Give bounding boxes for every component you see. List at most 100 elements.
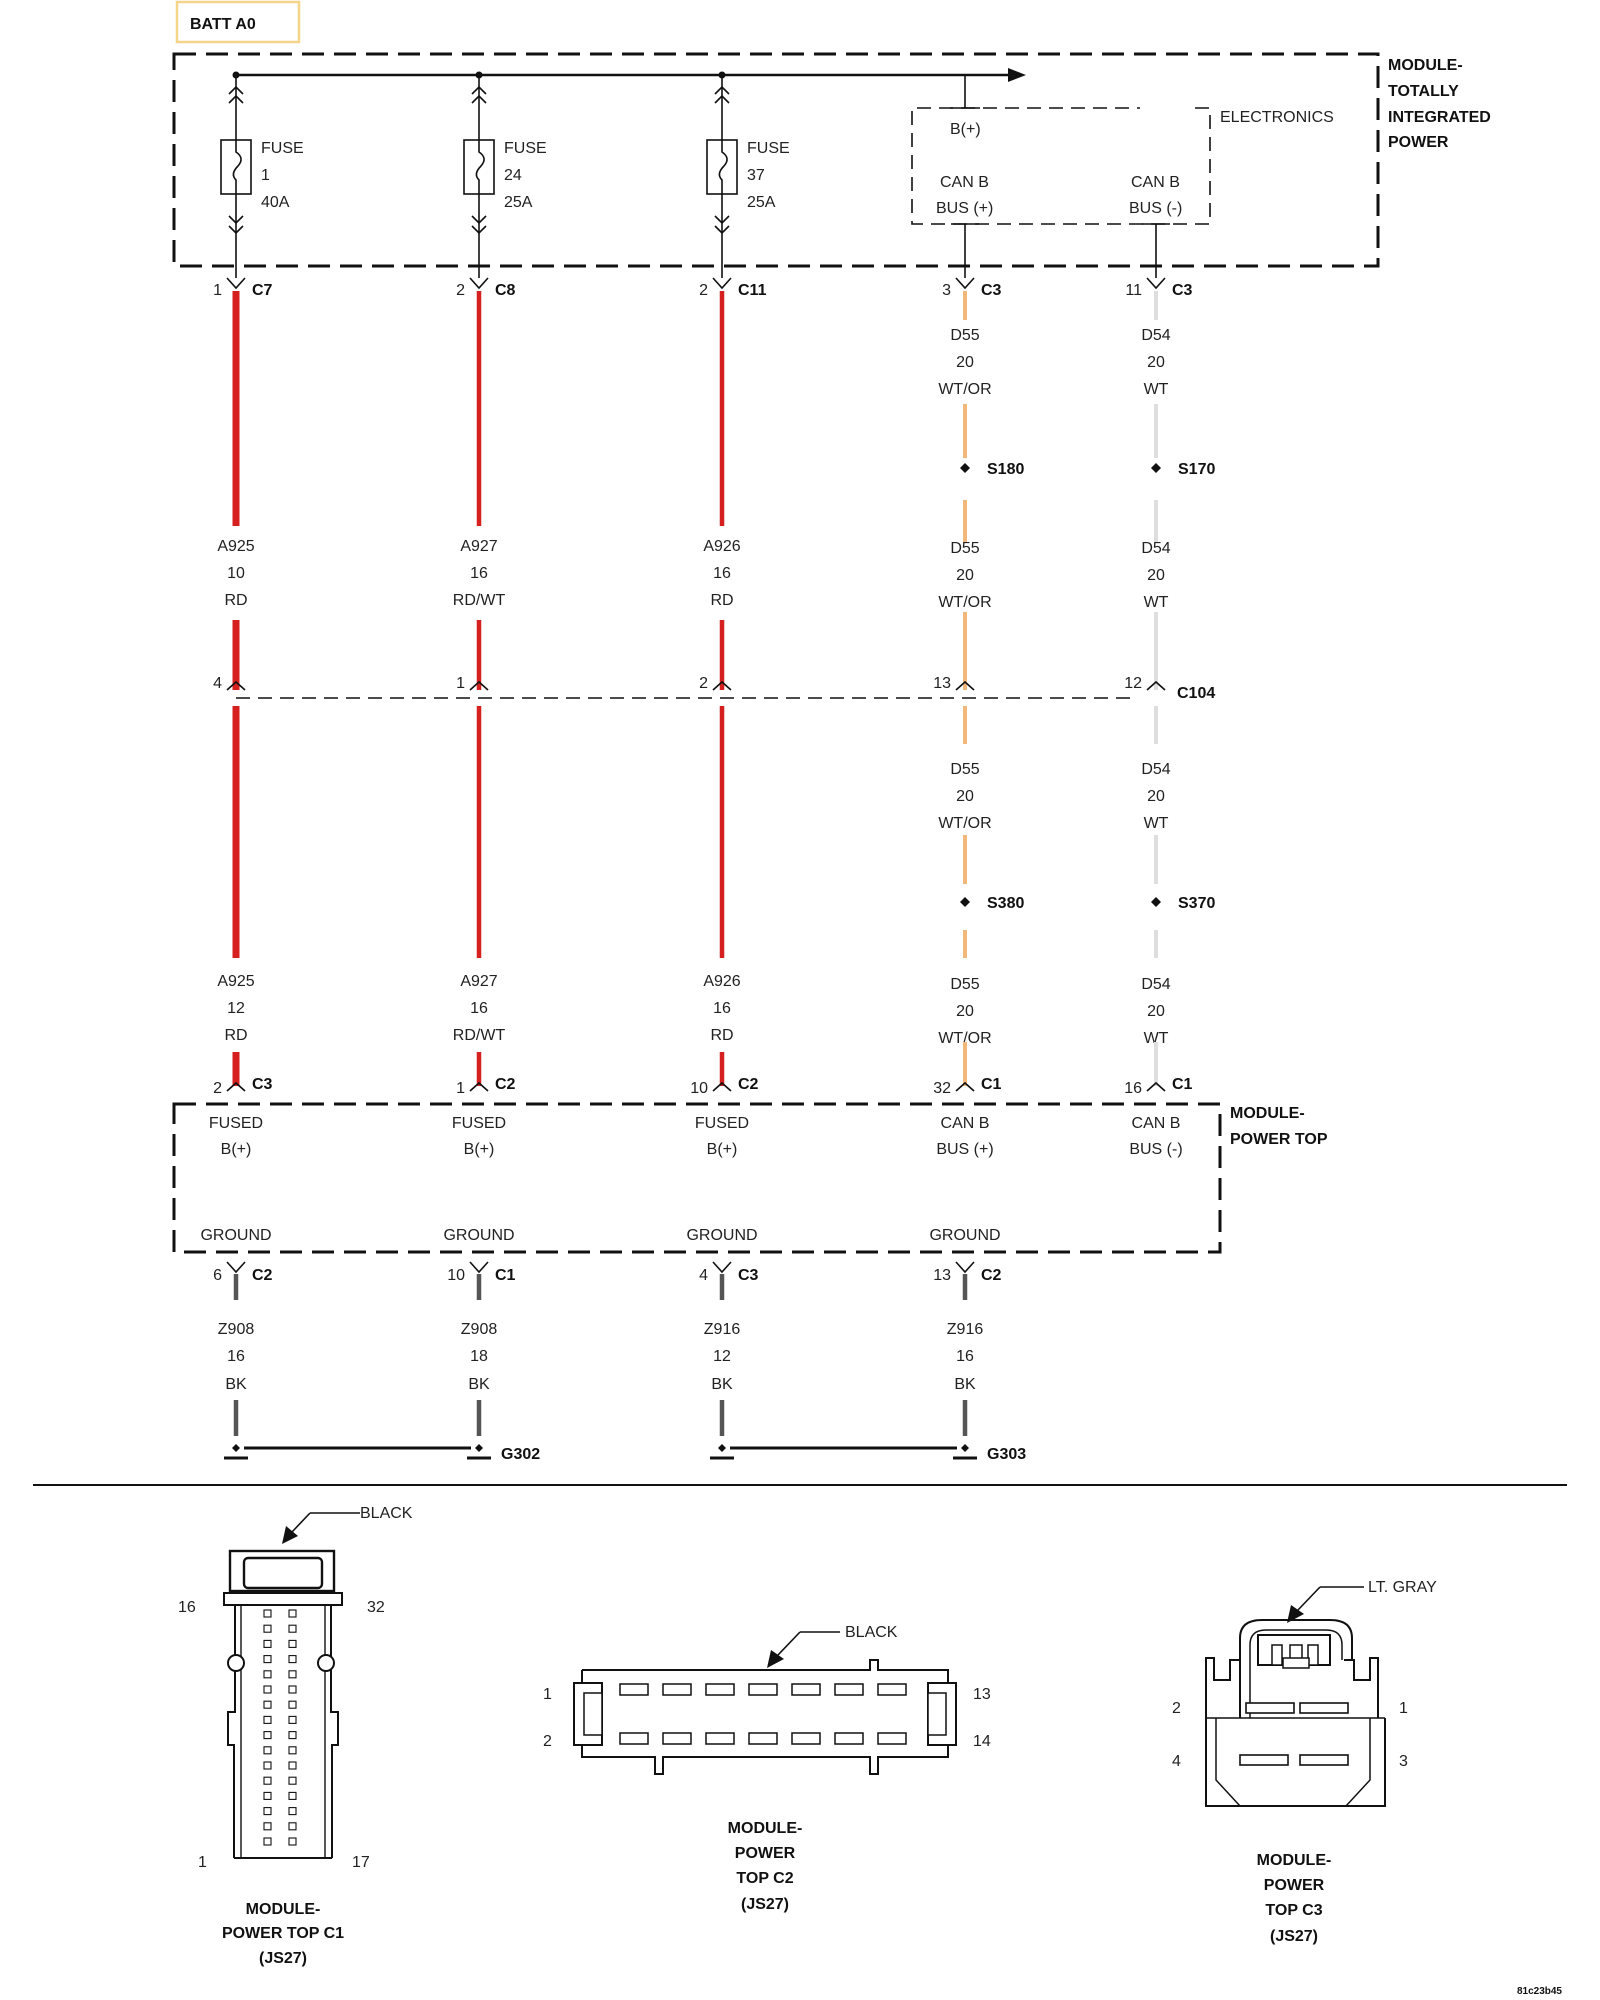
wire-color: RD bbox=[710, 592, 733, 609]
ground-connector: C3 bbox=[738, 1267, 759, 1284]
module-function: FUSED bbox=[695, 1115, 749, 1132]
wire-circuit: D54 bbox=[1141, 976, 1170, 993]
ground-point-G302: G302 bbox=[244, 1446, 540, 1463]
module-function: CAN B bbox=[1132, 1115, 1181, 1132]
pin-cavity bbox=[263, 1700, 272, 1709]
c104-label: C104 bbox=[1177, 685, 1215, 702]
pin-cavity bbox=[288, 1685, 297, 1694]
can-pos-label: CAN B BUS (+) bbox=[936, 174, 993, 217]
wire-gauge: 12 bbox=[713, 1348, 731, 1365]
c2-pin-14: 14 bbox=[973, 1733, 991, 1750]
top-connector: C11 bbox=[738, 282, 767, 299]
pin-cavity bbox=[288, 1655, 297, 1664]
fuse-number: 37 bbox=[747, 167, 765, 184]
pin-cavity bbox=[705, 1683, 735, 1696]
c3-pin-3: 3 bbox=[1399, 1753, 1408, 1770]
pin-cavity bbox=[288, 1715, 297, 1724]
splice-dot bbox=[1151, 463, 1161, 473]
wire-color: BK bbox=[225, 1376, 247, 1393]
module-function: FUSED bbox=[452, 1115, 506, 1132]
batt-a0-label: BATT A0 bbox=[190, 16, 256, 33]
fuse-word: FUSE bbox=[261, 140, 304, 157]
pin-cavity bbox=[288, 1670, 297, 1679]
pin-cavity bbox=[288, 1639, 297, 1648]
splice-dot bbox=[960, 897, 970, 907]
fuse-rating: 25A bbox=[504, 194, 533, 211]
svg-text:INTEGRATED: INTEGRATED bbox=[1388, 109, 1491, 126]
svg-text:BUS (+): BUS (+) bbox=[936, 200, 993, 217]
c2-name-line-1: MODULE- bbox=[728, 1820, 803, 1837]
ground-dot bbox=[232, 1444, 240, 1452]
pin-cavity bbox=[263, 1776, 272, 1785]
footer-code: 81c23b45 bbox=[1517, 1986, 1562, 1997]
c104-pin: 12 bbox=[1124, 675, 1142, 692]
c3-pin-2: 2 bbox=[1172, 1700, 1181, 1717]
wire-circuit: Z908 bbox=[218, 1321, 255, 1338]
pin-cavity bbox=[662, 1732, 692, 1745]
bottom-connector: C1 bbox=[981, 1076, 1002, 1093]
tipm-module-box bbox=[172, 52, 1380, 268]
connector-c1-color: BLACK bbox=[360, 1505, 413, 1522]
ground-connector: C2 bbox=[252, 1267, 273, 1284]
module-function: CAN B bbox=[941, 1115, 990, 1132]
wire-color: WT bbox=[1144, 1030, 1169, 1047]
ground-label: GROUND bbox=[686, 1227, 757, 1244]
ground-pin: 10 bbox=[447, 1267, 465, 1284]
c3-pin-1: 1 bbox=[1399, 1700, 1408, 1717]
pin-cavity bbox=[748, 1683, 778, 1696]
wire-circuit: A925 bbox=[217, 973, 254, 990]
c1-name-line-1: MODULE- bbox=[246, 1901, 321, 1918]
pin-cavity bbox=[877, 1683, 907, 1696]
connector-c3-color: LT. GRAY bbox=[1368, 1579, 1437, 1596]
c104-pin: 13 bbox=[933, 675, 951, 692]
wire-gauge: 12 bbox=[227, 1000, 245, 1017]
splice-label: S180 bbox=[987, 461, 1024, 478]
wire-gauge: 16 bbox=[956, 1348, 974, 1365]
pointer-arrow-icon bbox=[282, 1526, 298, 1544]
wire-circuit: Z916 bbox=[947, 1321, 984, 1338]
wire-color: WT/OR bbox=[938, 381, 991, 398]
connector-c1-view: BLACK 16 32 1 17 MODULE- POWER TOP C1 (J… bbox=[178, 1505, 413, 1967]
pin-cavity bbox=[263, 1715, 272, 1724]
wire-circuit: A927 bbox=[460, 973, 497, 990]
c3-name-line-3: TOP C3 bbox=[1265, 1902, 1322, 1919]
c2-pin-13: 13 bbox=[973, 1686, 991, 1703]
splice-label: S370 bbox=[1178, 895, 1215, 912]
svg-text:MODULE-: MODULE- bbox=[1388, 57, 1463, 74]
wire-gauge: 16 bbox=[470, 1000, 488, 1017]
electronics-bplus: B(+) bbox=[950, 121, 981, 138]
wire-gauge: 20 bbox=[1147, 788, 1165, 805]
wire-gauge: 16 bbox=[227, 1348, 245, 1365]
wire-gauge: 20 bbox=[956, 567, 974, 584]
wire-circuit: Z908 bbox=[461, 1321, 498, 1338]
wire-color: WT/OR bbox=[938, 594, 991, 611]
ground-pin: 6 bbox=[213, 1267, 222, 1284]
power-top-name: MODULE- POWER TOP bbox=[1230, 1105, 1328, 1148]
c104-pin: 2 bbox=[699, 675, 708, 692]
c2-name-line-3: TOP C2 bbox=[736, 1870, 793, 1887]
pin-cavity bbox=[263, 1791, 272, 1800]
wire-circuit: D55 bbox=[950, 761, 979, 778]
pin-cavity bbox=[834, 1683, 864, 1696]
wire-gauge: 20 bbox=[956, 788, 974, 805]
pointer-arrow-icon bbox=[1287, 1605, 1304, 1623]
bottom-connector: C2 bbox=[738, 1076, 759, 1093]
splice-label: S170 bbox=[1178, 461, 1215, 478]
pin-cavity bbox=[288, 1746, 297, 1755]
ground-connector: C2 bbox=[981, 1267, 1002, 1284]
wire-color: RD bbox=[224, 1027, 247, 1044]
pin-cavity bbox=[263, 1655, 272, 1664]
wire-gauge: 20 bbox=[956, 1003, 974, 1020]
tipm-name: MODULE- TOTALLY INTEGRATED POWER bbox=[1388, 57, 1491, 151]
module-function: B(+) bbox=[221, 1141, 252, 1158]
ground-dot bbox=[961, 1444, 969, 1452]
module-function: B(+) bbox=[464, 1141, 495, 1158]
ground-connector: C1 bbox=[495, 1267, 516, 1284]
wire-color: WT bbox=[1144, 594, 1169, 611]
pin-cavity bbox=[834, 1732, 864, 1745]
